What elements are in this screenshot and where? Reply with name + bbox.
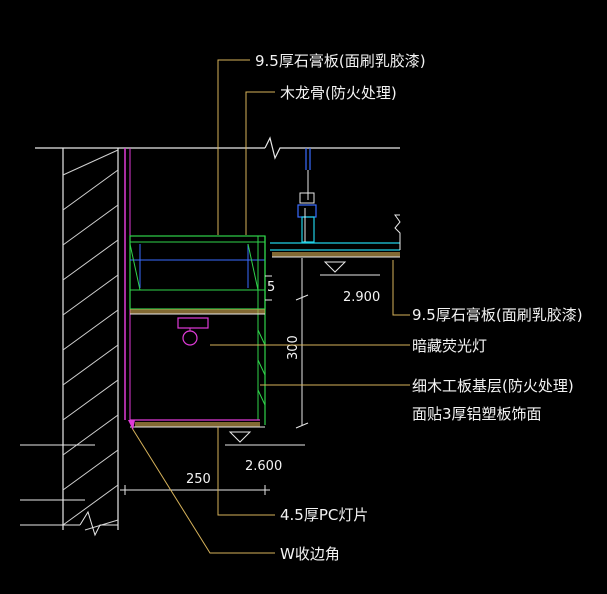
- leader-lines: [131, 59, 410, 554]
- dimension-250-text: 250: [186, 472, 211, 487]
- leader-gypsum-top: [217, 59, 250, 235]
- label-base-layer-1: 细木工板基层(防火处理): [412, 377, 574, 395]
- label-hidden-light: 暗藏荧光灯: [412, 337, 487, 355]
- elevation-marker-lower: [225, 431, 305, 446]
- dimension-300-text: 300: [286, 335, 301, 360]
- dimension-300: [295, 258, 309, 429]
- label-gypsum-right: 9.5厚石膏板(面刷乳胶漆): [412, 306, 583, 324]
- elevation-marker-upper: [320, 261, 380, 276]
- wall-section: [20, 136, 400, 537]
- dimension-250: [120, 485, 270, 495]
- w-trim-corner: [128, 420, 135, 430]
- label-base-layer-2: 面贴3厚铝塑板饰面: [412, 405, 542, 423]
- light-box-frame: [129, 235, 266, 428]
- upper-ceiling: [270, 214, 401, 258]
- leader-gypsum-right: [392, 260, 410, 316]
- label-w-trim: W收边角: [280, 545, 340, 563]
- leader-wood-keel: [245, 91, 275, 235]
- label-gypsum-top: 9.5厚石膏板(面刷乳胶漆): [255, 52, 426, 70]
- label-pc-panel: 4.5厚PC灯片: [280, 506, 368, 524]
- leader-w-trim: [131, 427, 275, 554]
- label-wood-keel: 木龙骨(防火处理): [280, 84, 397, 102]
- leader-pc-panel: [217, 427, 275, 516]
- dimension-5-text: 5: [267, 280, 275, 295]
- elevation-lower-text: 2.600: [245, 459, 282, 474]
- dimension-5: [265, 275, 272, 301]
- hanger-rod: [297, 148, 317, 243]
- fluorescent-light-fixture: [177, 317, 209, 346]
- elevation-upper-text: 2.900: [343, 290, 380, 305]
